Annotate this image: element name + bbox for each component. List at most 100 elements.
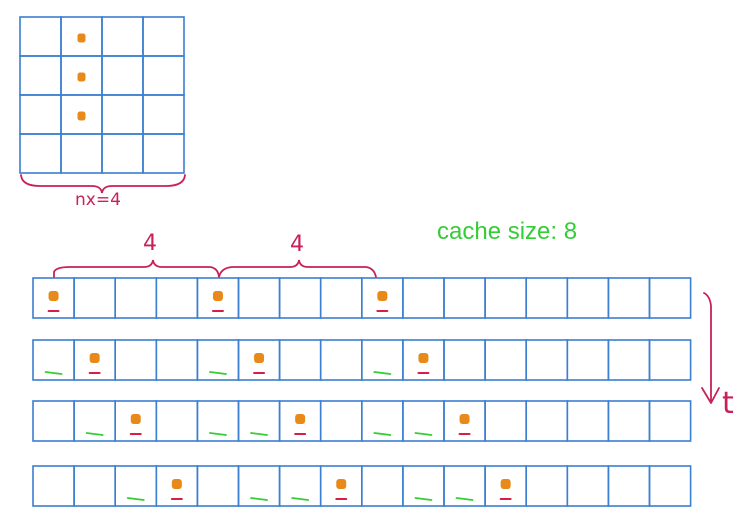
strip-cell bbox=[525, 465, 569, 507]
strip-cell bbox=[196, 339, 240, 381]
strip-cell bbox=[648, 465, 692, 507]
strip-cell bbox=[648, 339, 692, 381]
data-marker bbox=[130, 414, 141, 424]
strip-cell bbox=[648, 277, 692, 319]
data-marker bbox=[212, 291, 223, 301]
grid-cell bbox=[142, 16, 185, 57]
cache-strip-row bbox=[32, 277, 692, 319]
strip-cell bbox=[360, 339, 404, 381]
strip-cell bbox=[525, 400, 569, 442]
data-marker bbox=[89, 353, 100, 363]
data-marker bbox=[48, 291, 59, 301]
evicted-dash bbox=[85, 432, 104, 436]
data-marker bbox=[336, 479, 347, 489]
memory-grid bbox=[19, 16, 185, 174]
stride-label-1: 4 bbox=[143, 231, 157, 256]
evicted-dash bbox=[373, 371, 392, 375]
strip-cell bbox=[155, 277, 199, 319]
strip-cell bbox=[114, 277, 158, 319]
grid-cell bbox=[19, 55, 62, 96]
time-arrow bbox=[701, 292, 720, 404]
strip-cell bbox=[566, 277, 610, 319]
data-marker bbox=[295, 414, 306, 424]
stride-brace-2 bbox=[218, 259, 377, 278]
strip-cell bbox=[443, 277, 486, 319]
evicted-dash bbox=[414, 497, 433, 501]
data-marker bbox=[459, 414, 470, 424]
strip-cell bbox=[32, 465, 75, 507]
evicted-dash bbox=[209, 432, 227, 436]
grid-cell bbox=[19, 133, 62, 174]
stride-braces bbox=[53, 259, 377, 278]
data-marker bbox=[171, 479, 182, 489]
strip-cell bbox=[484, 277, 528, 319]
evicted-dash bbox=[373, 432, 392, 436]
strip-cell bbox=[278, 339, 322, 381]
grid-marker bbox=[77, 72, 86, 82]
strip-cell bbox=[648, 400, 692, 442]
evicted-dash bbox=[44, 371, 63, 375]
time-arrow-head bbox=[701, 387, 720, 404]
strip-cell bbox=[484, 339, 528, 381]
strip-cell bbox=[566, 465, 610, 507]
strip-cell bbox=[402, 465, 445, 507]
evicted-dash bbox=[291, 497, 310, 501]
grid-cell bbox=[19, 16, 62, 57]
data-marker bbox=[254, 353, 265, 363]
time-arrow-shaft bbox=[703, 292, 712, 403]
strip-cell bbox=[525, 277, 569, 319]
strip-cell bbox=[402, 277, 445, 319]
strip-cell bbox=[32, 400, 75, 442]
grid-cell bbox=[142, 133, 185, 174]
strip-cell bbox=[607, 465, 651, 507]
strip-cell bbox=[607, 400, 651, 442]
cache-strip-row bbox=[32, 400, 692, 442]
grid-cell bbox=[19, 94, 62, 135]
data-marker bbox=[418, 353, 429, 363]
grid-cell bbox=[101, 133, 144, 174]
strip-cell bbox=[443, 465, 486, 507]
strip-cell bbox=[525, 339, 569, 381]
stride-brace-1 bbox=[53, 259, 220, 278]
grid-cell bbox=[60, 133, 103, 174]
strip-cell bbox=[360, 465, 404, 507]
strip-cell bbox=[278, 465, 322, 507]
evicted-dash bbox=[455, 497, 474, 501]
grid-cell bbox=[101, 16, 144, 57]
evicted-dash bbox=[250, 497, 268, 501]
stride-label-2: 4 bbox=[290, 232, 304, 257]
cache-strips bbox=[32, 277, 692, 507]
strip-cell bbox=[237, 277, 281, 319]
strip-cell bbox=[402, 400, 445, 442]
strip-cell bbox=[114, 339, 158, 381]
strip-cell bbox=[360, 400, 404, 442]
strip-cell bbox=[155, 339, 199, 381]
strip-cell bbox=[278, 277, 322, 319]
evicted-dash bbox=[209, 371, 227, 375]
grid-cell bbox=[142, 94, 185, 135]
grid-width-brace bbox=[20, 174, 186, 194]
grid-brace-curve bbox=[20, 174, 186, 194]
strip-cell bbox=[607, 277, 651, 319]
grid-marker bbox=[77, 33, 86, 43]
cache-strip-row bbox=[32, 465, 692, 507]
strip-cell bbox=[196, 465, 240, 507]
data-marker bbox=[500, 479, 511, 489]
strip-cell bbox=[607, 339, 651, 381]
time-axis-label: t bbox=[722, 386, 734, 421]
cache-size-label: cache size: 8 bbox=[437, 218, 578, 245]
strip-cell bbox=[566, 339, 610, 381]
strip-cell bbox=[32, 339, 75, 381]
strip-cell bbox=[114, 465, 158, 507]
strip-cell bbox=[566, 400, 610, 442]
cache-strip-row bbox=[32, 339, 692, 381]
grid-cell bbox=[101, 55, 144, 96]
grid-cell bbox=[142, 55, 185, 96]
strip-cell bbox=[155, 400, 199, 442]
strip-cell bbox=[73, 400, 116, 442]
strip-cell bbox=[484, 400, 528, 442]
strip-cell bbox=[237, 465, 281, 507]
evicted-dash bbox=[414, 432, 433, 436]
strip-cell bbox=[237, 400, 281, 442]
